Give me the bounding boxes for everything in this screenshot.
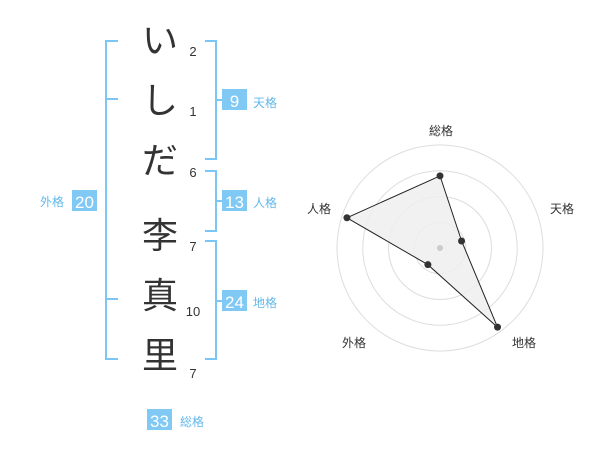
chikaku-label: 地格 bbox=[253, 296, 278, 310]
gaikaku-bracket-tick-lower bbox=[105, 298, 118, 300]
tenkaku-bracket-bottom bbox=[205, 158, 217, 160]
name-char-2: し bbox=[141, 81, 178, 122]
chikaku-bracket-top bbox=[205, 240, 217, 242]
chikaku-badge: 24 bbox=[222, 290, 247, 311]
soukaku-badge: 33 bbox=[147, 409, 172, 430]
gaikaku-bracket-spine bbox=[105, 40, 107, 360]
gaikaku-bracket-tick-upper bbox=[105, 98, 118, 100]
radar-point-4 bbox=[343, 214, 351, 222]
radar-point-0 bbox=[436, 172, 444, 180]
stroke-count-4: 7 bbox=[189, 239, 197, 254]
radar-axis-label-chikaku: 地格 bbox=[512, 335, 536, 350]
chikaku-bracket-bottom bbox=[205, 358, 217, 360]
radar-axis-label-soukaku: 総格 bbox=[429, 123, 453, 138]
stroke-count-3: 6 bbox=[189, 165, 197, 180]
radar-ring bbox=[362, 170, 518, 326]
tenkaku-badge: 9 bbox=[222, 89, 247, 110]
stroke-count-2: 1 bbox=[189, 104, 197, 119]
radar-axis-label-gaikaku: 外格 bbox=[342, 335, 366, 350]
name-char-4: 李 bbox=[141, 216, 178, 257]
radar-points bbox=[343, 172, 502, 331]
chikaku-bracket-tick bbox=[215, 300, 223, 302]
tenkaku-bracket-tick bbox=[215, 99, 223, 101]
jinkaku-bracket-bottom bbox=[205, 230, 217, 232]
radar-point-2 bbox=[494, 323, 502, 331]
tenkaku-label: 天格 bbox=[253, 96, 278, 110]
gaikaku-bracket-bottom bbox=[105, 358, 118, 360]
gaikaku-label: 外格 bbox=[40, 195, 65, 209]
stroke-count-6: 7 bbox=[189, 366, 197, 381]
name-char-6: 里 bbox=[141, 336, 178, 377]
radar-ring bbox=[336, 144, 544, 352]
radar-center-dot bbox=[437, 245, 443, 251]
jinkaku-label: 人格 bbox=[253, 196, 278, 210]
stroke-count-5: 10 bbox=[185, 304, 201, 319]
jinkaku-badge: 13 bbox=[222, 190, 247, 211]
name-char-1: い bbox=[141, 21, 178, 62]
soukaku-label: 総格 bbox=[180, 415, 205, 429]
radar-grid bbox=[336, 144, 544, 352]
stroke-count-1: 2 bbox=[189, 44, 197, 59]
radar-axis-label-jinkaku: 人格 bbox=[307, 201, 331, 216]
jinkaku-bracket-top bbox=[205, 170, 217, 172]
name-char-3: だ bbox=[141, 141, 178, 182]
jinkaku-bracket-tick bbox=[215, 200, 223, 202]
radar-point-1 bbox=[458, 237, 466, 245]
name-char-5: 真 bbox=[141, 276, 178, 317]
radar-axis-label-tenkaku: 天格 bbox=[550, 201, 574, 216]
radar-polygon bbox=[345, 175, 498, 328]
gaikaku-bracket-top bbox=[105, 40, 118, 42]
tenkaku-bracket-top bbox=[205, 40, 217, 42]
gaikaku-badge: 20 bbox=[72, 190, 97, 211]
radar-point-3 bbox=[424, 261, 432, 269]
